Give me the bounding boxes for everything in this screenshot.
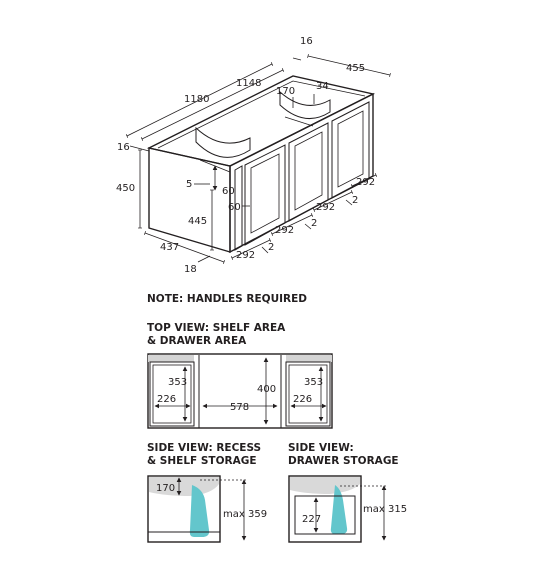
right-shelf-back [286,355,332,362]
dim-rear-gap: 34 [316,81,329,92]
dim-door-width-1: 292 [236,250,255,261]
dim-door-gap-1: 2 [268,242,274,253]
cabinet-left-side [148,147,231,253]
recess-basin-shape [149,477,219,496]
dim-right-shelf-width: 226 [293,394,312,405]
dim-center-width: 578 [230,402,249,413]
cabinet-top [146,75,376,167]
dim-center-depth: 400 [257,384,276,395]
dim-left-shelf-width: 226 [157,394,176,405]
right-shelf-area [285,361,331,427]
side-view-drawer: SIDE VIEW: DRAWER STORAGE 227 max 315 [288,442,407,543]
dim-length-inner: 1148 [236,78,261,89]
side-recess-title-2: & SHELF STORAGE [147,455,257,467]
dim-door-width-4: 292 [356,177,375,188]
recess-water-trap [189,485,210,537]
dim-length-overall: 1180 [184,94,209,105]
drawer-water-trap [330,485,348,534]
side-drawer-outline [288,475,362,543]
dim-door-gap-3: 2 [352,195,358,206]
door-panels [234,101,370,251]
side-drawer-title-1: SIDE VIEW: [288,442,354,454]
left-shelf-area [149,361,195,427]
dim-door-width-3: 292 [316,202,335,213]
dim-drawer-depth: 227 [302,514,321,525]
dim-recess-max-height: max 359 [223,509,267,520]
dim-recess-width: 60 [228,202,241,213]
dim-right-shelf-depth: 353 [304,377,323,388]
right-basin [279,90,331,120]
side-recess-title-1: SIDE VIEW: RECESS [147,442,261,454]
dim-left-shelf-depth: 353 [168,377,187,388]
isometric-cabinet: 1180 1148 16 455 170 34 16 450 5 60 60 4… [116,36,391,275]
dim-door-gap-2: 2 [311,218,317,229]
dim-drawer-max-height: max 315 [363,504,407,515]
dim-depth-top: 455 [346,63,365,74]
top-view-outline [147,353,333,429]
dim-top-gap: 5 [186,179,192,190]
top-view-title-1: TOP VIEW: SHELF AREA [147,322,286,334]
dim-recess-basin-depth: 170 [156,483,175,494]
top-view-title-2: & DRAWER AREA [147,335,247,347]
dim-door-width-2: 292 [275,225,294,236]
top-view: TOP VIEW: SHELF AREA & DRAWER AREA 353 2… [147,322,333,429]
drawer-basin-shape [290,477,360,494]
side-drawer-title-2: DRAWER STORAGE [288,455,399,467]
drawer-box [294,495,356,535]
side-recess-outline [147,475,221,543]
side-view-recess: SIDE VIEW: RECESS & SHELF STORAGE 170 ma… [147,442,267,543]
dim-bottom-gap: 18 [184,264,197,275]
dim-inner-height: 445 [188,216,207,227]
left-shelf-back [148,355,194,362]
left-basin [195,126,251,158]
dim-depth-left: 437 [160,242,179,253]
dim-side-thickness-top: 16 [300,36,313,47]
dim-side-thickness-left: 16 [117,142,130,153]
dim-recess-height: 60 [222,186,235,197]
dim-basin-depth: 170 [276,86,295,97]
dim-height: 450 [116,183,135,194]
note-handles: NOTE: HANDLES REQUIRED [147,293,307,305]
